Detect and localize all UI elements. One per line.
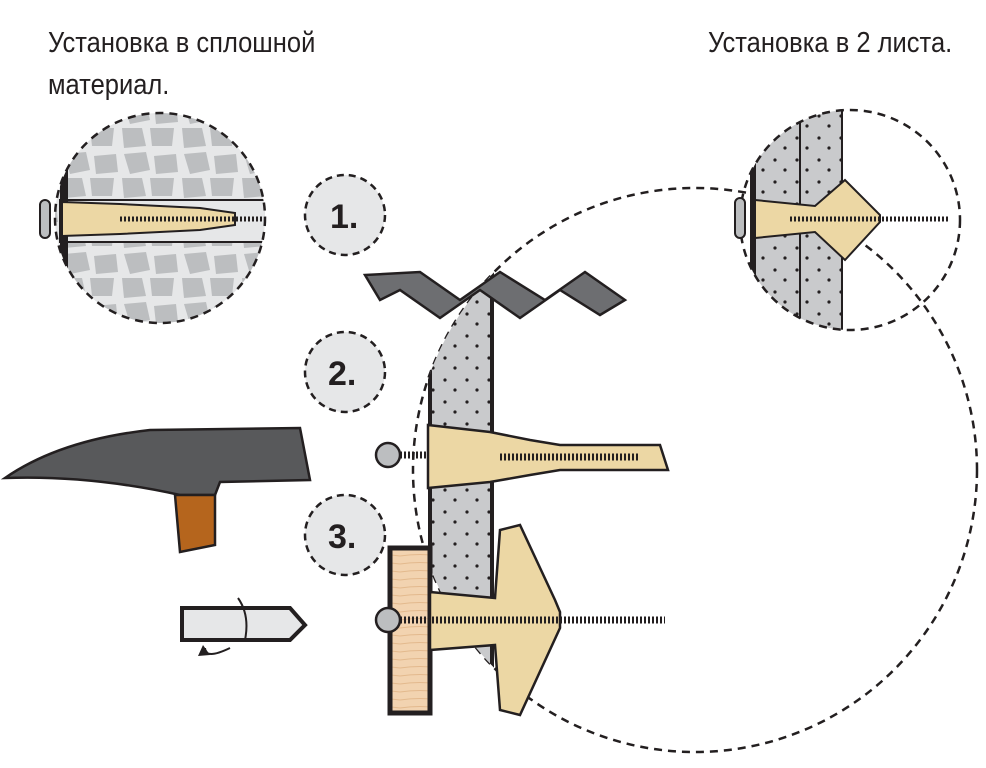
step-3-label: 3. bbox=[328, 518, 356, 556]
drill-bit-icon bbox=[362, 270, 628, 320]
step-1-badge: 1. bbox=[303, 173, 387, 257]
step-1-label: 1. bbox=[330, 198, 358, 236]
dowel-solid bbox=[39, 199, 262, 239]
dowel-step-2 bbox=[374, 423, 670, 490]
dowel-step-3 bbox=[374, 523, 665, 717]
dowel-two-sheets bbox=[734, 178, 950, 262]
step-2-badge: 2. bbox=[303, 330, 387, 414]
hammer-icon bbox=[0, 426, 312, 554]
step-3-badge: 3. bbox=[303, 493, 387, 577]
screwdriver-bit-icon bbox=[180, 597, 308, 656]
caption-two-sheets: Установка в 2 листа. bbox=[708, 27, 953, 59]
step-2-label: 2. bbox=[328, 355, 356, 393]
caption-solid-material: Установка в сплошной материал. bbox=[48, 27, 316, 101]
detail-circle-large bbox=[411, 186, 979, 754]
